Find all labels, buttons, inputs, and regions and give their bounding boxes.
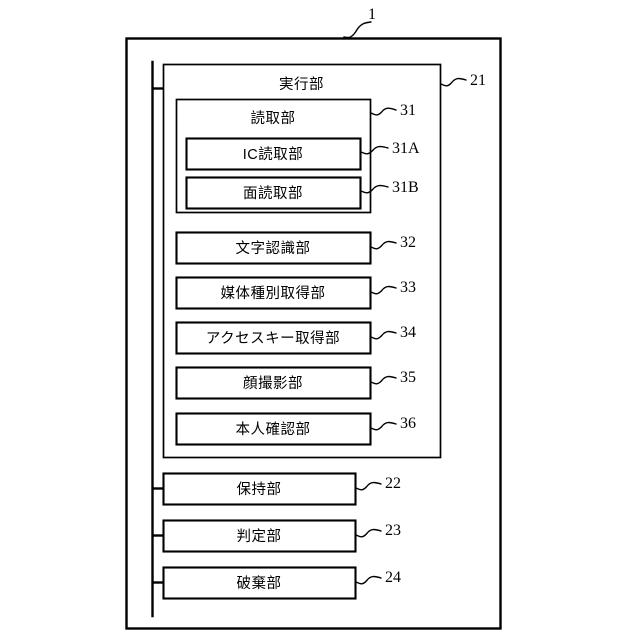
reference-number-36: 36 [400,415,416,432]
block-media-type-acquire [175,276,372,310]
block-ic-reader [185,137,362,171]
block-judge [162,519,357,553]
reference-number-1: 1 [368,6,376,23]
reference-number-23: 23 [385,522,401,539]
block-char-recognition [175,231,372,265]
leader-line-31B [360,184,389,194]
leader-line-34 [370,330,397,340]
reference-number-21: 21 [470,72,486,89]
leader-line-31A [360,145,389,155]
leader-line-32 [370,240,397,250]
reference-number-31: 31 [400,102,416,119]
leader-line-1 [343,21,372,39]
leader-line-36 [370,421,397,431]
block-discard [162,566,357,600]
reference-number-22: 22 [385,475,401,492]
reference-number-34: 34 [400,324,416,341]
block-surface-reader [185,176,362,210]
reference-number-35: 35 [400,369,416,386]
leader-line-31 [370,107,397,116]
block-reader [175,98,372,214]
leader-line-23 [355,528,382,538]
block-face-capture [175,366,372,400]
reference-number-31B: 31B [392,179,419,196]
leader-line-35 [370,375,397,385]
block-executor [162,63,442,459]
reference-number-32: 32 [400,234,416,251]
leader-line-33 [370,285,397,295]
leader-line-24 [355,575,382,585]
block-identity-verify [175,412,372,446]
block-holder [162,472,357,506]
reference-number-31A: 31A [392,140,420,157]
reference-number-33: 33 [400,279,416,296]
outer-frame [125,37,502,630]
leader-line-22 [355,481,382,491]
reference-number-24: 24 [385,569,401,586]
block-access-key-acquire [175,321,372,355]
leader-line-21 [440,77,467,87]
